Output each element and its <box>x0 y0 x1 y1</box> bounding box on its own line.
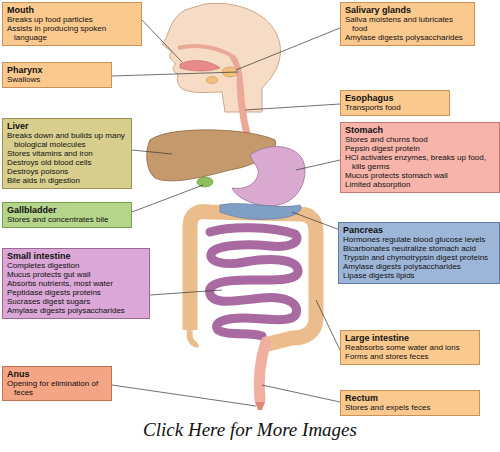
organ-function: Breaks down and builds up many biologica… <box>7 131 127 149</box>
organ-box: StomachStores and churns foodPepsin dige… <box>340 122 500 193</box>
organ-function: Saliva moistens and lubricates food <box>345 15 470 33</box>
appendix <box>190 330 198 344</box>
leader-line <box>316 300 340 350</box>
rectum <box>259 342 266 400</box>
organ-function: Destroys poisons <box>7 167 127 176</box>
organ-function: Transports food <box>345 103 445 112</box>
small-intestine <box>210 228 299 336</box>
organ-name: Anus <box>7 369 107 379</box>
tongue <box>180 61 220 71</box>
leader-line <box>236 28 340 70</box>
stomach <box>232 147 305 206</box>
organ-box: Small intestineCompletes digestionMucus … <box>2 248 150 319</box>
leader-line <box>112 385 256 406</box>
organ-function: Amylase digests polysaccharides <box>345 33 470 42</box>
organ-name: Mouth <box>7 5 137 15</box>
leader-line <box>296 160 340 170</box>
organ-box: Large intestineReabsorbs some water and … <box>340 330 480 365</box>
organ-box: MouthBreaks up food particlesAssists in … <box>2 2 142 46</box>
organ-function: Opening for elimination of feces <box>7 379 107 397</box>
organ-function: Amylase digests polysaccharides <box>7 306 145 315</box>
organ-function: Breaks up food particles <box>7 15 137 24</box>
caption: Click Here for More Images <box>0 418 500 442</box>
leader-line <box>292 212 340 230</box>
leader-line <box>132 150 172 154</box>
organ-function: Stores vitamins and iron <box>7 149 127 158</box>
organ-function: Absorbs nutrients, most water <box>7 279 145 288</box>
organ-function: Assists in producing spoken language <box>7 24 137 42</box>
organ-name: Small intestine <box>7 251 145 261</box>
organ-box: AnusOpening for elimination of feces <box>2 366 112 401</box>
organ-function: Peptidase digests proteins <box>7 288 145 297</box>
organ-box: GallbladderStores and concentrates bile <box>2 202 132 228</box>
organ-function: Mucus protects gut wall <box>7 270 145 279</box>
organ-box: EsophagusTransports food <box>340 90 450 116</box>
salivary-gland <box>206 77 218 84</box>
pancreas <box>220 204 301 220</box>
organ-function: Completes digestion <box>7 261 145 270</box>
anus <box>255 402 265 410</box>
organ-name: Stomach <box>345 125 495 135</box>
organ-box: PancreasHormones regulate blood glucose … <box>338 222 500 284</box>
organ-name: Liver <box>7 121 127 131</box>
organ-name: Salivary glands <box>345 5 470 15</box>
organ-function: Forms and stores feces <box>345 352 475 361</box>
organ-function: Swallows <box>7 75 107 84</box>
organ-function: Stores and expels feces <box>345 403 475 412</box>
organ-function: Trypsin and chymotrypsin digest proteins <box>343 253 495 262</box>
organ-function: Bicarbonates neutralize stomach acid <box>343 244 495 253</box>
organ-name: Large intestine <box>345 333 475 343</box>
organ-function: Hormones regulate blood glucose levels <box>343 235 495 244</box>
leader-line <box>142 20 182 62</box>
organ-function: Amylase digests polysaccharides <box>343 262 495 271</box>
organ-function: Limited absorption <box>345 180 495 189</box>
organ-function: Stores and churns food <box>345 135 495 144</box>
organ-name: Gallbladder <box>7 205 127 215</box>
organ-name: Pancreas <box>343 225 495 235</box>
organ-function: HCl activates enzymes, breaks up food, k… <box>345 153 495 171</box>
organ-function: Reabsorbs some water and ions <box>345 343 475 352</box>
organ-name: Rectum <box>345 393 475 403</box>
organ-box: RectumStores and expels feces <box>340 390 480 416</box>
gallbladder <box>197 177 213 187</box>
leader-line <box>150 290 222 295</box>
organ-function: Destroys old blood cells <box>7 158 127 167</box>
organ-name: Esophagus <box>345 93 445 103</box>
organ-name: Pharynx <box>7 65 107 75</box>
large-intestine <box>190 212 316 344</box>
organ-function: Lipase digests lipids <box>343 271 495 280</box>
leader-line <box>112 72 238 76</box>
organ-function: Mucus protects stomach wall <box>345 171 495 180</box>
organ-function: Pepsin digest protein <box>345 144 495 153</box>
organ-box: Salivary glandsSaliva moistens and lubri… <box>340 2 475 46</box>
head <box>162 3 280 112</box>
leader-line <box>262 385 340 402</box>
organ-function: Bile aids in digestion <box>7 176 127 185</box>
organ-box: PharynxSwallows <box>2 62 112 88</box>
organ-function: Stores and concentrates bile <box>7 215 127 224</box>
nasal-cavity <box>178 46 232 56</box>
organ-box: LiverBreaks down and builds up many biol… <box>2 118 132 189</box>
leader-line <box>245 104 340 110</box>
organ-function: Sucrases digest sugars <box>7 297 145 306</box>
leader-line <box>132 185 203 212</box>
